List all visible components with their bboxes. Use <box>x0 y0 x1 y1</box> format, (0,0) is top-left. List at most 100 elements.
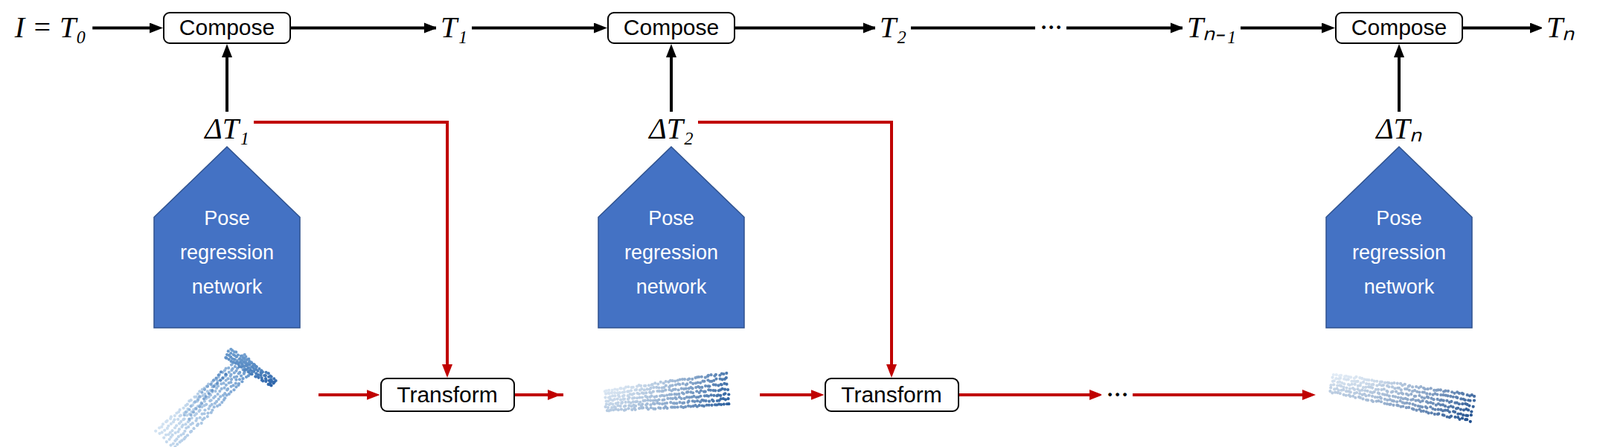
point <box>606 405 610 409</box>
point <box>1460 416 1464 419</box>
point <box>1329 385 1333 389</box>
point <box>1376 387 1380 391</box>
point <box>221 381 225 384</box>
point <box>712 393 716 397</box>
point <box>627 406 631 410</box>
point <box>704 384 707 387</box>
compose-box: Compose <box>162 11 291 44</box>
point <box>721 372 725 376</box>
point <box>1466 407 1470 411</box>
point <box>187 407 191 411</box>
point <box>642 387 646 391</box>
point <box>1422 395 1426 399</box>
point <box>617 394 621 398</box>
point <box>724 397 728 401</box>
point <box>1376 398 1380 402</box>
point <box>1467 403 1471 407</box>
point <box>626 384 630 388</box>
point <box>234 369 238 373</box>
point <box>622 396 626 400</box>
pentagon-outline <box>154 146 300 328</box>
point <box>212 404 216 408</box>
point <box>192 410 195 414</box>
delta-pose-label: ΔT₁ <box>200 111 254 146</box>
point <box>1428 392 1432 396</box>
point <box>186 402 190 406</box>
point <box>632 391 636 395</box>
point <box>232 357 236 361</box>
point <box>1442 413 1446 416</box>
ellipsis: ··· <box>1101 377 1133 412</box>
point <box>1457 417 1461 421</box>
point <box>1425 405 1429 409</box>
transform-arrow <box>959 392 1097 396</box>
point <box>718 393 722 397</box>
point <box>203 394 207 398</box>
point <box>1371 382 1375 386</box>
point <box>1461 392 1465 396</box>
transform-box: Transform <box>824 377 960 412</box>
point <box>700 375 704 379</box>
point <box>713 388 717 392</box>
point <box>187 417 191 421</box>
point <box>1449 399 1453 403</box>
point <box>1392 398 1396 402</box>
point <box>191 421 195 425</box>
point <box>1358 383 1362 387</box>
point <box>724 371 728 375</box>
point <box>1352 387 1356 391</box>
point <box>1353 382 1357 386</box>
point <box>610 402 614 406</box>
point <box>648 398 652 402</box>
point <box>714 372 718 376</box>
point <box>711 398 715 402</box>
point <box>724 375 728 379</box>
point <box>238 370 242 374</box>
point <box>698 394 702 398</box>
point <box>171 433 175 437</box>
point <box>714 383 718 387</box>
point <box>220 400 224 404</box>
point <box>1396 381 1400 384</box>
point <box>218 394 222 398</box>
point <box>1361 396 1365 400</box>
point <box>683 404 687 408</box>
point <box>209 398 213 402</box>
point <box>1364 385 1368 389</box>
point <box>613 397 617 401</box>
point <box>222 386 226 390</box>
point <box>651 385 655 389</box>
point <box>182 416 186 420</box>
point <box>709 403 713 407</box>
point <box>181 422 185 426</box>
point <box>1379 396 1383 400</box>
point <box>1429 386 1433 390</box>
point <box>227 370 231 374</box>
point <box>686 389 690 393</box>
point <box>1465 417 1469 421</box>
point <box>1370 385 1374 389</box>
point <box>226 386 230 390</box>
point <box>726 387 730 391</box>
node-text: Pose regression network <box>1325 200 1473 304</box>
point <box>1472 398 1476 402</box>
point <box>619 407 623 411</box>
point <box>706 394 710 398</box>
point <box>238 377 242 381</box>
point <box>704 389 707 393</box>
point <box>1338 391 1342 395</box>
point <box>1425 391 1429 395</box>
point <box>682 401 686 405</box>
point <box>234 378 238 382</box>
point <box>1396 391 1400 395</box>
point <box>224 372 227 376</box>
ellipsis: ··· <box>1035 10 1067 45</box>
point <box>1344 386 1348 390</box>
point <box>197 407 201 411</box>
point <box>213 394 217 398</box>
point <box>229 377 233 381</box>
point <box>1455 395 1459 399</box>
point <box>1407 405 1411 409</box>
point <box>634 387 638 391</box>
